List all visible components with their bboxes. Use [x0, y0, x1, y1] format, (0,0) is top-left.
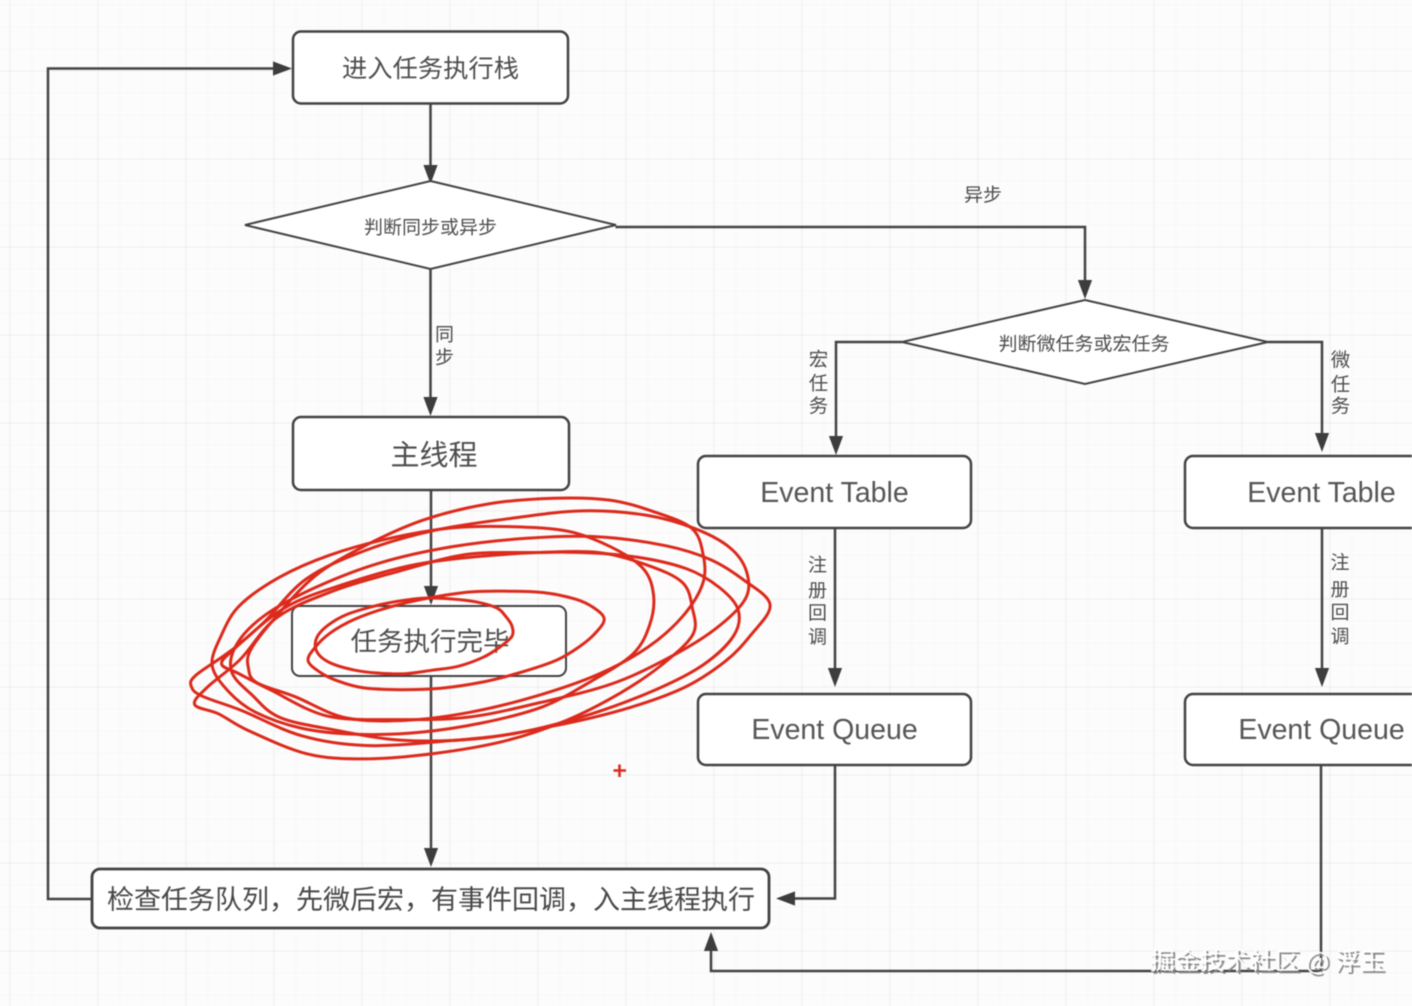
svg-text:Event Queue: Event Queue [1238, 714, 1404, 746]
svg-text:Event Table: Event Table [760, 477, 908, 509]
svg-text:Event Table: Event Table [1247, 477, 1395, 509]
svg-text:Event Queue: Event Queue [751, 714, 917, 746]
